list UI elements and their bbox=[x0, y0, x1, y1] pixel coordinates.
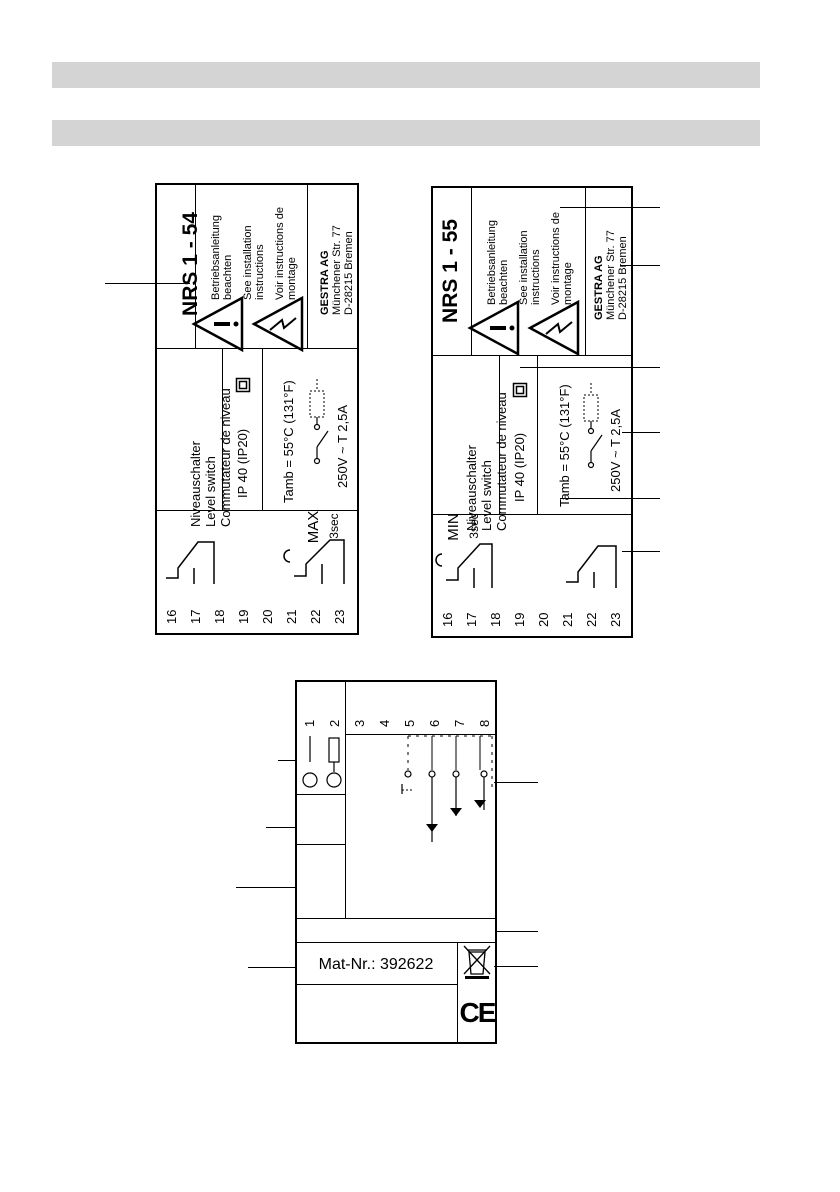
terminal-number: 2 bbox=[327, 719, 342, 727]
terminal-number: 19 bbox=[512, 612, 527, 627]
contact-symbol bbox=[309, 379, 329, 465]
warning-triangle-icon bbox=[191, 295, 244, 353]
callout-line bbox=[236, 887, 296, 888]
callout-line bbox=[105, 283, 190, 284]
callout-line bbox=[520, 367, 660, 368]
relay-timing-diagram bbox=[435, 543, 617, 588]
callout-line bbox=[560, 498, 660, 499]
terminal-number: 6 bbox=[427, 719, 442, 727]
model-title: NRS 1 - 55 bbox=[439, 219, 462, 323]
terminal-number: 17 bbox=[188, 609, 203, 624]
callout-line bbox=[560, 207, 660, 208]
wiring-schematic bbox=[302, 735, 493, 842]
material-number: Mat-Nr.: 392622 bbox=[318, 956, 434, 973]
terminal-number: 8 bbox=[477, 719, 492, 727]
housing-front-plate bbox=[295, 680, 497, 1044]
terminal-number: 22 bbox=[308, 609, 323, 624]
weee-bin-icon bbox=[463, 945, 491, 979]
terminal-number: 3 bbox=[352, 719, 367, 727]
ambient-temperature: Tamb = 55°C (131°F) bbox=[281, 380, 296, 503]
callout-line bbox=[266, 827, 296, 828]
callout-line bbox=[622, 432, 660, 433]
terminal-number: 22 bbox=[584, 612, 599, 627]
double-insulation-icon bbox=[235, 377, 251, 393]
protection-rating: IP 40 (IP20) bbox=[512, 432, 527, 502]
callout-line bbox=[494, 966, 538, 967]
relay-delay: 3sec bbox=[467, 513, 481, 539]
relay-label: MAX bbox=[305, 510, 322, 544]
callout-line bbox=[494, 782, 538, 783]
terminal-number: 23 bbox=[608, 612, 623, 627]
terminal-number: 1 bbox=[302, 719, 317, 727]
warning-triangle-icon bbox=[467, 299, 520, 357]
nameplate-nrs-1-54 bbox=[155, 183, 359, 635]
terminal-number: 23 bbox=[332, 609, 347, 624]
header-bar-top bbox=[52, 62, 760, 88]
callout-line bbox=[620, 265, 660, 266]
terminal-number: 18 bbox=[488, 612, 503, 627]
relay-label: MIN bbox=[445, 513, 462, 541]
terminal-number: 16 bbox=[164, 609, 179, 624]
terminal-number: 21 bbox=[560, 612, 575, 627]
double-insulation-icon bbox=[512, 382, 528, 398]
terminal-number: 5 bbox=[402, 719, 417, 727]
callout-line bbox=[496, 931, 538, 932]
relay-timing-diagram bbox=[166, 539, 345, 584]
callout-line bbox=[248, 967, 296, 968]
relay-delay: 3sec bbox=[327, 513, 341, 539]
terminal-number: 7 bbox=[452, 719, 467, 727]
terminal-number: 16 bbox=[440, 612, 455, 627]
electric-shock-icon bbox=[251, 295, 304, 353]
ce-mark-icon: CE bbox=[459, 997, 497, 1028]
terminal-number: 20 bbox=[536, 612, 551, 627]
terminal-number: 19 bbox=[236, 609, 251, 624]
contact-symbol bbox=[583, 383, 603, 469]
terminal-number: 17 bbox=[464, 612, 479, 627]
terminal-number: 21 bbox=[284, 609, 299, 624]
nameplate-nrs-1-55 bbox=[431, 186, 633, 638]
terminal-number: 4 bbox=[377, 719, 392, 727]
callout-line bbox=[622, 551, 660, 552]
terminal-number: 20 bbox=[260, 609, 275, 624]
terminal-number: 18 bbox=[212, 609, 227, 624]
header-bar-second bbox=[52, 120, 760, 146]
callout-line bbox=[278, 760, 296, 761]
protection-rating: IP 40 (IP20) bbox=[235, 428, 250, 498]
electric-shock-icon bbox=[527, 299, 580, 357]
ambient-temperature: Tamb = 55°C (131°F) bbox=[557, 384, 572, 507]
